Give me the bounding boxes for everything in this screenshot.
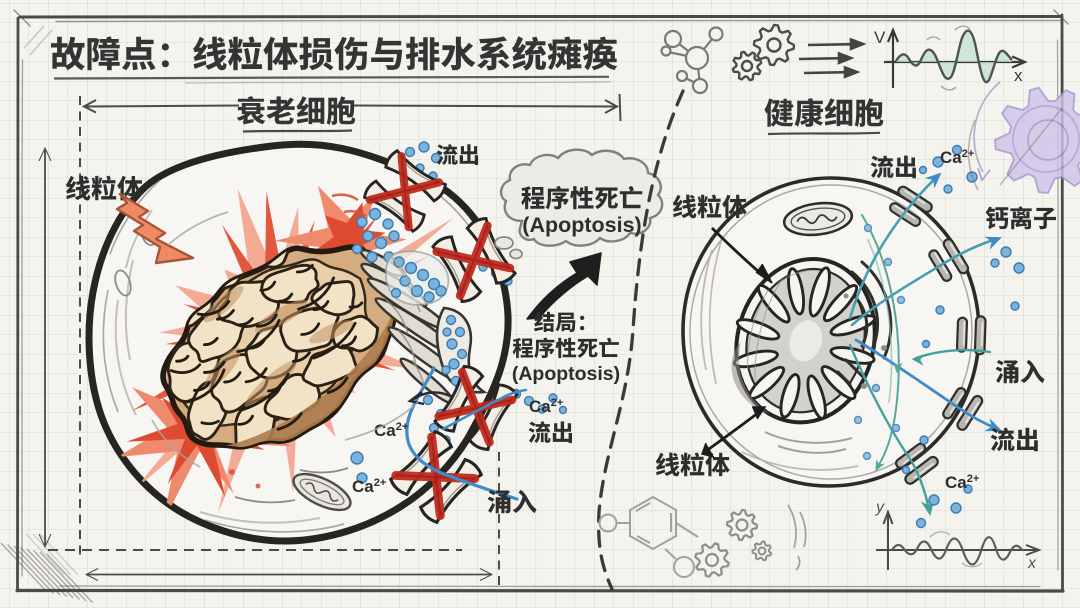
svg-text:V: V — [874, 28, 886, 47]
svg-text:x: x — [1027, 555, 1037, 572]
svg-text:(Apoptosis): (Apoptosis) — [522, 213, 641, 237]
svg-text:(Apoptosis): (Apoptosis) — [512, 363, 620, 385]
svg-text:y: y — [875, 499, 885, 516]
svg-text:x: x — [1014, 66, 1023, 85]
